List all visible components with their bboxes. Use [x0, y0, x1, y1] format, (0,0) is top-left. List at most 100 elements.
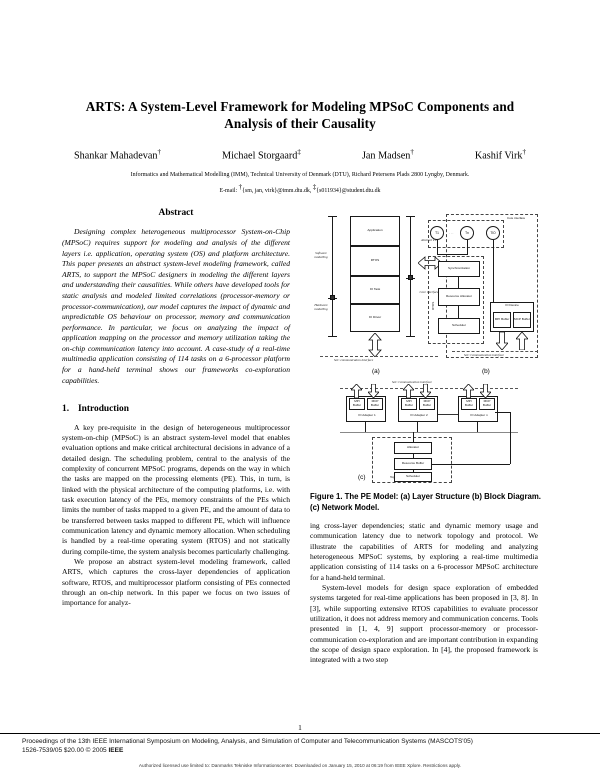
panel-a-software-bar [332, 216, 333, 336]
panel-c-adapter-n-up-arrow-icon [463, 384, 474, 398]
panel-c-adapter-2-mcp: MCP Buffer [419, 398, 435, 410]
footer: Proceedings of the 13th IEEE Internation… [22, 737, 582, 756]
author-3: Kashif Virk† [475, 148, 526, 161]
panel-b-tn-connector [467, 240, 468, 254]
panel-b-block-scheduler: Scheduler [438, 318, 480, 334]
panel-c-adapter-1-label: IO Adapter 1 [358, 413, 376, 417]
panel-c-feedback-v [510, 412, 511, 464]
figure-canvas: Software modelling Hardware modelling Ap… [310, 206, 542, 484]
email-line: E-mail: †{sm, jan, virk}@imm.dtu.dk, ‡{s… [62, 182, 538, 196]
panel-b-core-interface-label: Core interface [507, 216, 526, 220]
panel-c-adapter-n-mcp: MCP Buffer [479, 398, 495, 410]
panel-c-feedback-h [432, 464, 510, 465]
abstract-heading: Abstract [158, 208, 194, 218]
email-address-2: {s011934}@student.dtu.dk [316, 188, 381, 195]
panel-c-adapter-link [438, 414, 458, 415]
figure-1: Software modelling Hardware modelling Ap… [310, 206, 542, 484]
panel-a-bidirectional-arrow-icon [368, 333, 382, 357]
footer-license-note: Authorized licensed use limited to: Danm… [138, 763, 462, 768]
panel-c-block-allocator: Allocator [394, 442, 432, 454]
intro-paragraph-2-cont: ing cross-layer dependencies; static and… [310, 521, 538, 582]
panel-b-mpi-buffer: MPI Buffer [493, 312, 511, 328]
author-1: Michael Storgaard‡ [222, 148, 301, 161]
panel-a-label-hardware: Hardware modelling [314, 303, 328, 311]
panel-b-block-resource-allocator: Resource Allocator [438, 288, 480, 306]
panel-a-rbar-cap-top [406, 216, 415, 217]
panel-b-core-interface-region [446, 214, 538, 358]
panel-c-adapter-1-down-arrow-icon [368, 384, 379, 398]
panel-b-block-synchronization: Synchronization [438, 261, 480, 277]
panel-b-tio-connector [493, 240, 494, 302]
email-prefix: E-mail: [219, 188, 239, 195]
author-list: Shankar Mahadevan† Michael Storgaard‡ Ja… [62, 148, 538, 161]
email-mark-2: ‡ [312, 183, 317, 192]
panel-c-adapter-n-down-arrow-icon [480, 384, 491, 398]
intro-paragraph-1: A key pre-requisite in the design of het… [62, 422, 290, 556]
panel-c-adapter-2-up-arrow-icon [403, 384, 414, 398]
panel-b-rtos-region [428, 256, 484, 344]
panel-c-adapter-2-down [417, 422, 418, 432]
affiliation: Informatics and Mathematical Modelling (… [130, 172, 470, 179]
right-column: ing cross-layer dependencies; static and… [310, 521, 538, 666]
author-3-name: Kashif Virk [474, 150, 523, 162]
panel-c-adapter-1-up-arrow-icon [351, 384, 362, 398]
panel-b-task-bus [437, 254, 468, 255]
page-number: 1 [298, 723, 302, 732]
panel-a-label-software: Software modelling [314, 251, 328, 259]
panel-b-sync-to-alloc [458, 277, 459, 288]
panel-c-adapter-1-mcp: MCP Buffer [367, 398, 383, 410]
panel-c-allocator-to-buffer [413, 454, 414, 458]
section-heading-introduction: 1. Introduction [62, 404, 290, 414]
panel-c-soc-bus-line [340, 388, 518, 389]
panel-b-task-t1: T1 [430, 226, 444, 240]
email-mark-1: † [238, 183, 243, 192]
panel-b-task-ellipsis: . . . [449, 231, 454, 235]
figure-caption: Figure 1. The PE Model: (a) Layer Struct… [310, 492, 541, 512]
author-0-mark: † [157, 148, 161, 156]
panel-c-topology-region [372, 437, 452, 483]
panel-a-rbar-node [407, 275, 413, 280]
panel-c-adapter-2-mpi: MPI Buffer [401, 398, 417, 410]
panel-a-bar-cap-bottom [328, 336, 337, 337]
section-number: 1. [62, 404, 70, 415]
page-title: ARTS: A System-Level Framework for Model… [85, 99, 515, 131]
panel-c-adapter-n-down [477, 422, 478, 432]
panel-b-rtos-label: RTOS [431, 301, 435, 310]
panel-c-bus-to-allocator [413, 432, 414, 442]
panel-a-layer-application: Application [350, 216, 400, 246]
author-1-name: Michael Storgaard [222, 150, 298, 162]
footer-issn: 1526-7539/05 $20.00 © 2005 [22, 747, 109, 755]
panel-a-bar-node [329, 295, 335, 300]
panel-b-task-tio: TIO [486, 226, 500, 240]
panel-c-adapter-n-label: IO Adapter n [470, 413, 488, 417]
panel-b-t1-connector [437, 240, 438, 254]
panel-c-bus [340, 432, 518, 434]
panel-c-buffer-to-scheduler [413, 470, 414, 472]
footer-proceedings-line: Proceedings of the 13th IEEE Internation… [22, 738, 473, 745]
panel-a-soc-bus-line [320, 356, 438, 357]
author-3-mark: † [522, 148, 526, 156]
panel-a-rbar-cap-bottom [406, 336, 415, 337]
panel-a-layer-io-driver: IO Driver [350, 304, 400, 332]
author-2: Jan Madsen† [362, 148, 414, 161]
panel-a-bar-cap-top [328, 216, 337, 217]
footer-ieee-brand: IEEE [108, 747, 124, 755]
panel-c-adapter-2-label: IO Adapter 2 [410, 413, 428, 417]
panel-a-to-b-arrow-icon [418, 256, 442, 270]
panel-b-io-out-arrow-icon [496, 332, 508, 350]
panel-a-letter: (a) [372, 368, 380, 375]
author-2-name: Jan Madsen [361, 150, 411, 162]
panel-b-alloc-to-sched [458, 306, 459, 318]
footer-divider [0, 733, 600, 734]
panel-a-layer-rtos: RTOS [350, 246, 400, 276]
panel-b-soc-bus-line [452, 351, 538, 352]
author-0-name: Shankar Mahadevan [74, 150, 158, 162]
panel-b-letter: (b) [482, 368, 490, 375]
email-address-1: {sm, jan, virk}@imm.dtu.dk, [242, 188, 313, 195]
panel-a-layer-io-task: IO Task [350, 276, 400, 304]
panel-c-soc-label: SoC Communication interface [392, 380, 432, 384]
panel-c-adapter-n-mpi: MPI Buffer [461, 398, 477, 410]
section-title: Introduction [78, 404, 129, 415]
panel-a-soc-label: SoC communication interface [334, 358, 374, 362]
